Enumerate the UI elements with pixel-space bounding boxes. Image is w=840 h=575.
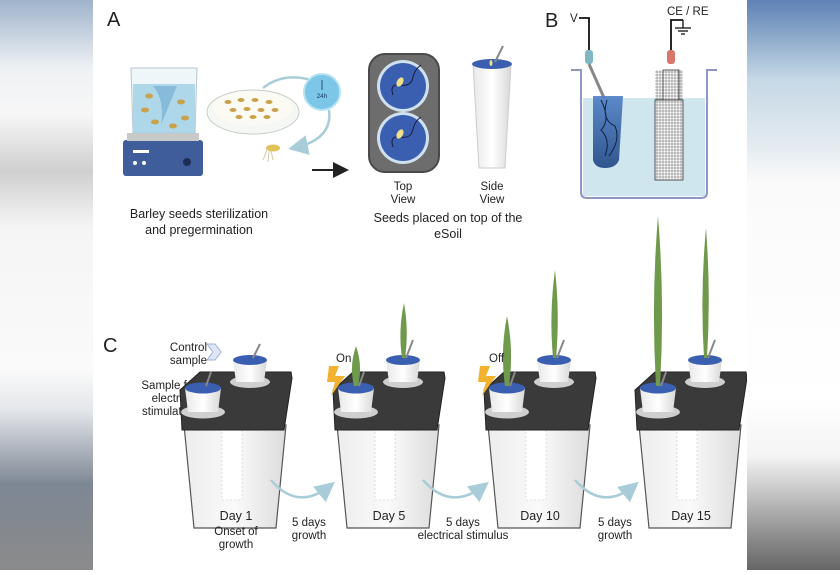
esoil-side-view: [472, 45, 512, 169]
voltage-label: V: [570, 13, 578, 25]
electrochemical-cell-illustration: [571, 17, 717, 199]
pot-day-15: [634, 216, 748, 529]
timer-label: 24h: [317, 93, 328, 100]
panel-a: A: [107, 9, 522, 241]
pot-day-5: [327, 303, 446, 529]
pot-day-10: [478, 270, 597, 529]
day-5-label: Day 5: [373, 509, 406, 523]
transition-arrow-3: [574, 479, 639, 503]
top-view-label: Top: [394, 181, 413, 193]
top-view-label-line2: View: [391, 194, 416, 206]
seeds-placed-caption-line2: eSoil: [434, 227, 462, 241]
transition-2-label-line2: electrical stimulus: [418, 530, 509, 542]
side-view-label: Side: [480, 181, 503, 193]
petri-dish-with-seeds: [206, 89, 300, 135]
panel-b-letter: B: [545, 10, 558, 32]
figure: A: [93, 0, 748, 570]
vortex-icon: [153, 86, 177, 125]
transition-3-label: 5 days: [598, 517, 632, 529]
onset-label-line2: growth: [219, 539, 254, 551]
control-leaf: [400, 303, 407, 358]
transition-arrow-2: [422, 479, 489, 503]
seeds-placed-caption: Seeds placed on top of the: [374, 211, 523, 225]
control-sample-label-line2: sample: [170, 355, 207, 367]
transition-1-label-line2: growth: [292, 530, 327, 542]
stimulus-off-label: Off: [489, 353, 505, 365]
stimulus-on-label: On: [336, 353, 351, 365]
lightning-bolt-icon: [478, 366, 496, 396]
control-leaf: [551, 270, 558, 358]
panel-c-letter: C: [103, 335, 117, 357]
ce-re-label: CE / RE: [667, 6, 709, 18]
day-1-label: Day 1: [220, 509, 253, 523]
right-blurred-background: [747, 0, 840, 570]
control-sample-label: Control: [170, 342, 207, 354]
ground-icon: [675, 20, 691, 35]
stimulated-leaf: [351, 346, 361, 386]
sterilization-caption: Barley seeds sterilization: [130, 207, 268, 221]
left-blurred-background: [0, 0, 93, 570]
pot-day-1: [179, 343, 293, 529]
timer-icon: 24h: [303, 73, 341, 111]
control-leaf: [702, 228, 709, 358]
germinated-seed-icon: [262, 144, 280, 163]
transition-3-label-line2: growth: [598, 530, 633, 542]
day-10-label: Day 10: [520, 509, 560, 523]
transition-1-label: 5 days: [292, 517, 326, 529]
mesh-electrode: [654, 69, 684, 181]
esoil-top-view: [368, 53, 440, 173]
panel-c: C Control sample Sample for electrical s…: [103, 216, 748, 551]
beaker-on-stirrer-illustration: [123, 67, 203, 176]
stimulated-leaf: [653, 216, 663, 386]
panel-b: B V CE / RE: [545, 6, 717, 199]
stimulated-leaf: [502, 316, 512, 386]
control-chevron-icon: [206, 343, 222, 361]
onset-label: Onset of: [214, 526, 258, 538]
day-15-label: Day 15: [671, 509, 711, 523]
transition-2-label: 5 days: [446, 517, 480, 529]
transition-arrow-1: [270, 479, 335, 503]
magnetic-stirrer: [123, 140, 203, 176]
side-view-label-line2: View: [480, 194, 505, 206]
lightning-bolt-icon: [327, 366, 345, 396]
panel-a-letter: A: [107, 9, 121, 31]
sterilization-caption-line2: and pregermination: [145, 223, 253, 237]
